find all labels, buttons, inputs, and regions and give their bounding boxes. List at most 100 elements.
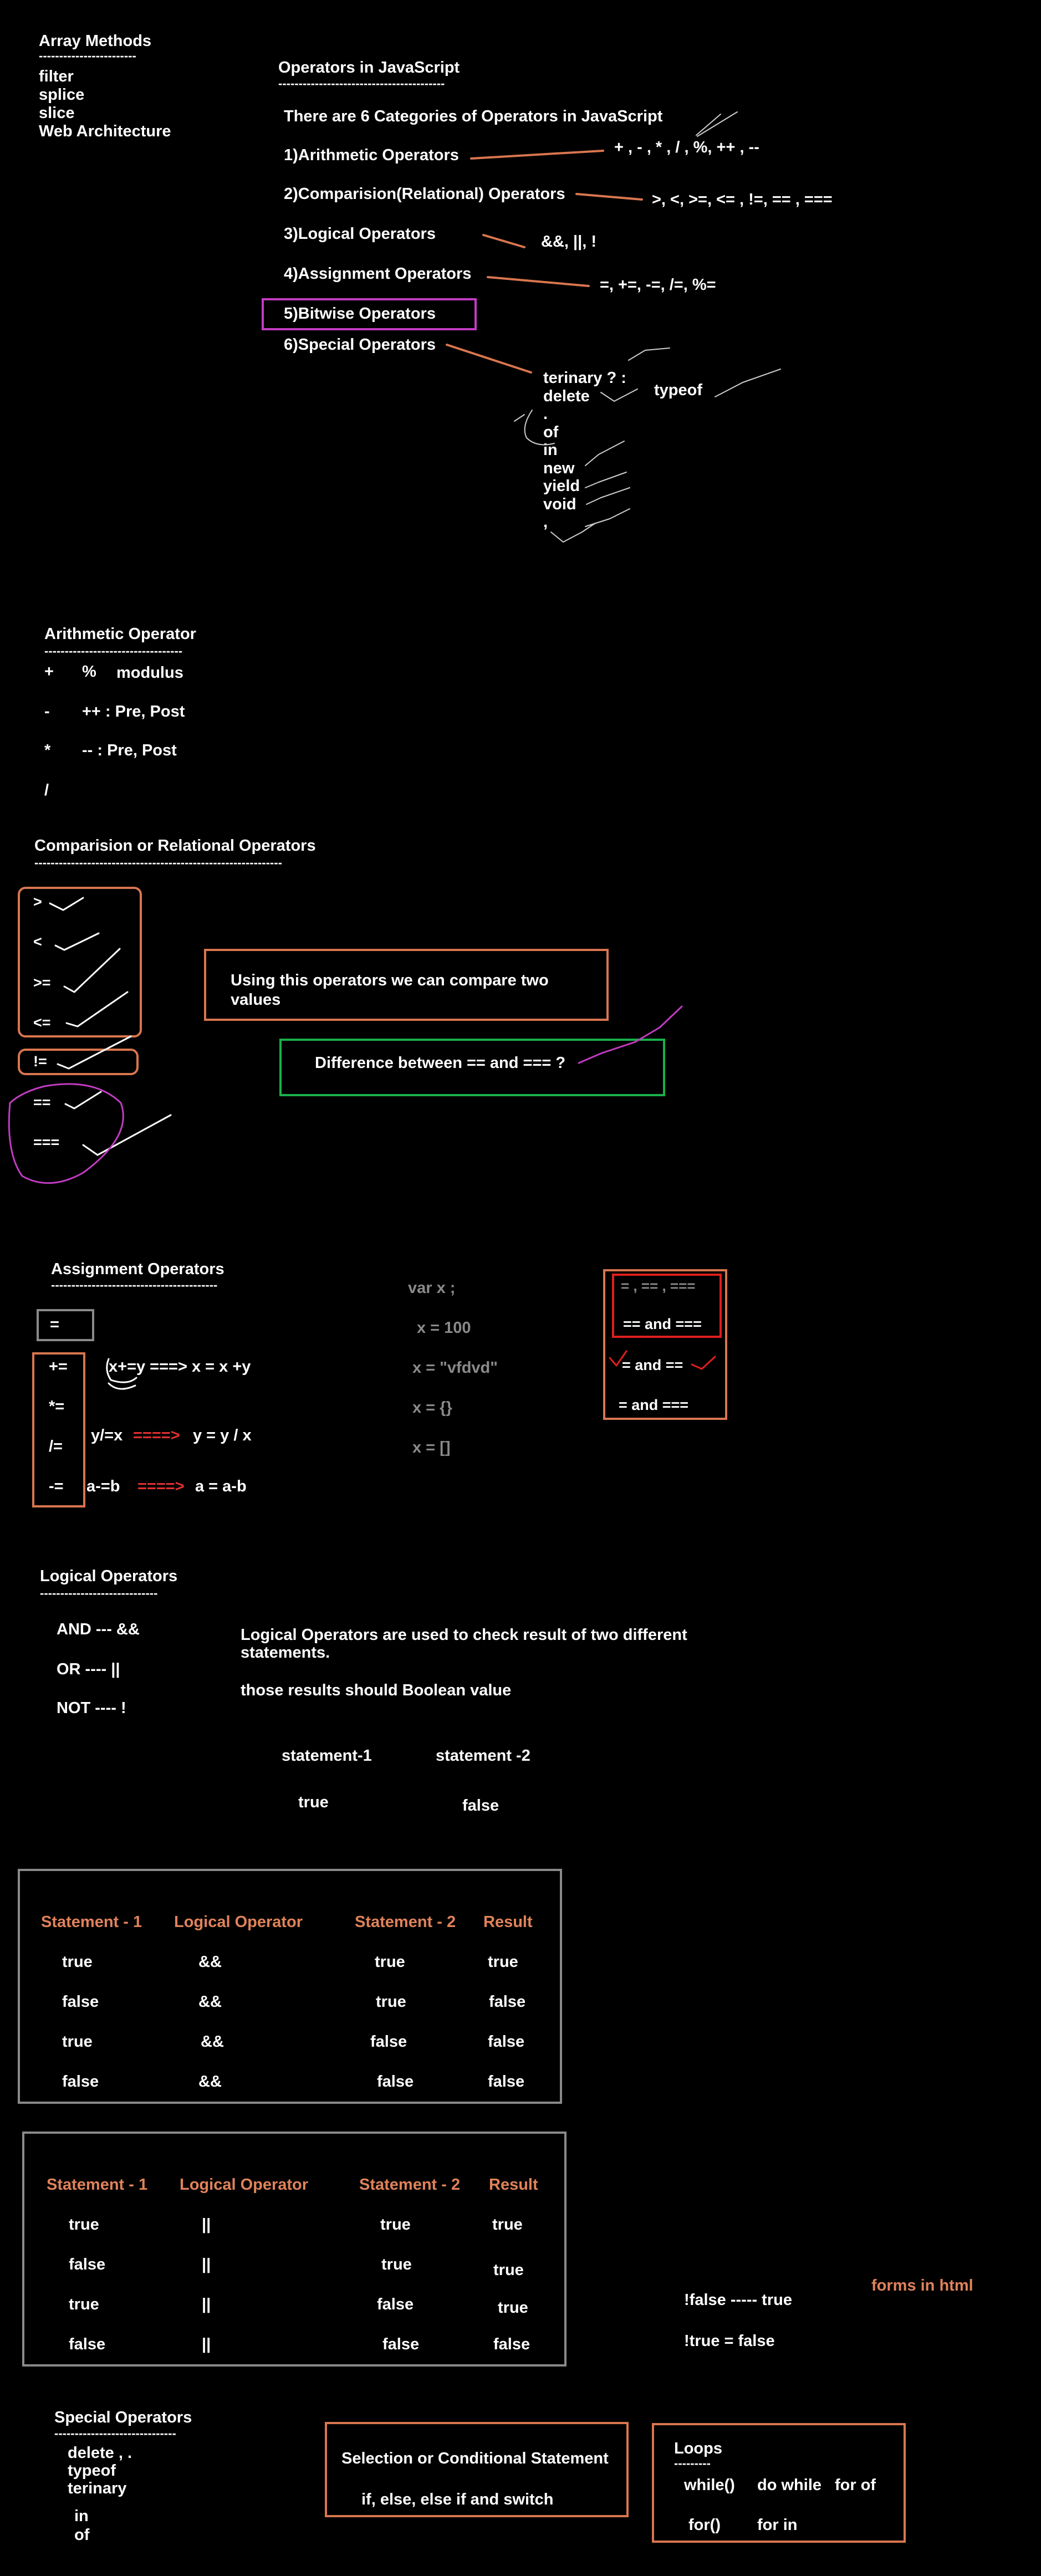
- table-cell: &&: [201, 2033, 224, 2051]
- special-op: of: [543, 423, 559, 441]
- assignment-ops-list: =, +=, -=, /=, %=: [600, 276, 716, 294]
- table-header: Statement - 2: [355, 1913, 456, 1931]
- special-op: void: [543, 495, 576, 513]
- table-cell: ||: [202, 2296, 211, 2313]
- table-cell: ||: [202, 2216, 211, 2233]
- selection-subtitle: if, else, else if and switch: [361, 2491, 554, 2508]
- assignment-example-2-arrow: ====>: [133, 1427, 180, 1444]
- selection-title: Selection or Conditional Statement: [341, 2450, 609, 2467]
- logical-description: Logical Operators are used to check resu…: [241, 1626, 687, 1662]
- special-op: terinary ? :: [543, 369, 626, 387]
- comparison-op: ===: [33, 1134, 60, 1151]
- typeof-label: typeof: [654, 381, 702, 399]
- table-cell: true: [492, 2216, 523, 2233]
- comparison-op: ==: [33, 1094, 51, 1111]
- comparison-note-box: [204, 949, 609, 1021]
- table-cell: &&: [198, 1953, 222, 1971]
- logical-op: OR ---- ||: [57, 1660, 120, 1678]
- table-cell: true: [493, 2261, 524, 2279]
- logical-rule: -----------------------------: [40, 1586, 158, 1600]
- question-box: [279, 1039, 665, 1096]
- arithmetic-op: %: [82, 663, 96, 681]
- loop-item: while(): [684, 2476, 735, 2494]
- table-header: Result: [489, 2176, 538, 2194]
- equality-pair: = and ===: [619, 1397, 689, 1413]
- compound-ops-box: [32, 1352, 85, 1507]
- comparison-op: >=: [33, 974, 51, 991]
- comparison-title: Comparision or Relational Operators: [34, 837, 316, 855]
- special-title: Special Operators: [54, 2409, 192, 2426]
- table-cell: false: [377, 2073, 414, 2091]
- comparison-question: Difference between == and === ?: [315, 1054, 566, 1072]
- special-op: .: [543, 405, 548, 423]
- not-example-2: !true = false: [684, 2332, 775, 2350]
- table-cell: false: [493, 2335, 530, 2353]
- category-comparison: 2)Comparision(Relational) Operators: [284, 185, 565, 203]
- table-cell: true: [498, 2299, 528, 2317]
- equality-pair: == and ===: [623, 1316, 702, 1332]
- table-cell: true: [381, 2256, 412, 2273]
- arithmetic-title: Arithmetic Operator: [44, 625, 196, 643]
- operators-title: Operators in JavaScript: [278, 59, 460, 76]
- logical-ops-list: &&, ||, !: [541, 233, 596, 251]
- bitwise-highlight-box: [262, 298, 477, 330]
- and-truth-table: [18, 1869, 562, 2104]
- table-cell: false: [69, 2256, 106, 2273]
- operators-rule: ----------------------------------------…: [278, 76, 445, 90]
- special-op: in: [543, 441, 558, 459]
- table-cell: false: [488, 2073, 525, 2091]
- table-cell: true: [376, 1993, 406, 2011]
- table-cell: true: [488, 1953, 518, 1971]
- assignment-eq: =: [50, 1316, 59, 1333]
- table-cell: &&: [198, 2073, 222, 2091]
- category-assignment: 4)Assignment Operators: [284, 265, 472, 283]
- special-op: yield: [543, 477, 580, 495]
- operators-intro: There are 6 Categories of Operators in J…: [284, 108, 663, 125]
- assignment-title: Assignment Operators: [51, 1260, 224, 1278]
- var-declaration: var x ;: [408, 1279, 456, 1297]
- table-cell: ||: [202, 2335, 211, 2353]
- not-example-1: !false ----- true: [684, 2291, 792, 2309]
- table-header: Statement - 2: [359, 2176, 461, 2194]
- arithmetic-op: -: [44, 703, 50, 720]
- special-item: of: [74, 2526, 90, 2544]
- equality-pair: = and ==: [622, 1357, 683, 1373]
- array-methods-rule: ------------------------: [39, 49, 136, 63]
- assignment-example-3-arrow: ====>: [137, 1478, 185, 1495]
- category-bitwise: 5)Bitwise Operators: [284, 305, 436, 323]
- table-header: Statement - 1: [47, 2176, 148, 2194]
- assignment-example-3-left: a-=b: [86, 1478, 120, 1495]
- special-item: delete , .: [68, 2444, 132, 2462]
- arithmetic-rule: ----------------------------------: [44, 644, 183, 658]
- array-method-item: slice: [39, 104, 75, 122]
- comparison-op: !=: [33, 1053, 47, 1070]
- special-item: terinary: [68, 2480, 127, 2497]
- table-cell: true: [62, 1953, 93, 1971]
- category-arithmetic: 1)Arithmetic Operators: [284, 146, 459, 164]
- loop-item: for of: [835, 2476, 876, 2494]
- loop-item: for in: [757, 2516, 798, 2534]
- special-op: new: [543, 459, 575, 477]
- table-cell: false: [62, 2073, 99, 2091]
- loops-title: Loops: [674, 2440, 722, 2457]
- logical-description-2: those results should Boolean value: [241, 1681, 512, 1699]
- logical-op: AND --- &&: [57, 1621, 140, 1638]
- table-cell: true: [62, 2033, 93, 2051]
- table-cell: true: [375, 1953, 405, 1971]
- assignment-op: +=: [49, 1358, 68, 1376]
- comparison-op: >: [33, 893, 42, 910]
- table-cell: ||: [202, 2256, 211, 2273]
- statement-2-label: statement -2: [436, 1747, 530, 1765]
- assignment-op: /=: [49, 1438, 63, 1455]
- table-cell: false: [489, 1993, 526, 2011]
- table-cell: false: [69, 2335, 106, 2353]
- equality-compare-box: [603, 1269, 727, 1420]
- special-item: typeof: [68, 2462, 116, 2480]
- arithmetic-ops-list: + , - , * , / , %, ++ , --: [614, 139, 759, 156]
- table-cell: false: [382, 2335, 420, 2353]
- arithmetic-note: modulus: [116, 664, 183, 682]
- assignment-example-1: x+=y ===> x = x +y: [109, 1358, 251, 1376]
- var-value: x = 100: [417, 1319, 471, 1337]
- arithmetic-op: +: [44, 663, 54, 681]
- table-cell: false: [488, 2033, 525, 2051]
